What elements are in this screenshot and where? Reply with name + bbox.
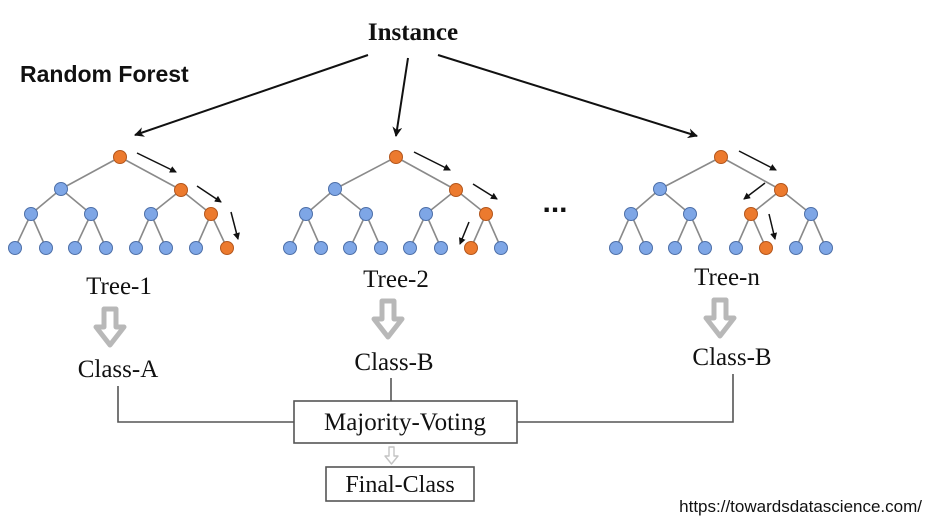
tree-node [819,241,833,255]
tree-2-class-label: Class-B [354,349,433,376]
connector-tree-1 [117,386,294,423]
tree-node [220,241,234,255]
majority-voting-label: Majority-Voting [324,409,487,436]
tree-node [653,182,667,196]
tree-node [129,241,143,255]
tree-n: Tree-n Class-B [609,150,833,371]
majority-voting-box: Majority-Voting [293,400,518,444]
instance-arrow-tree-1 [134,54,369,137]
tree-node [54,182,68,196]
tree-node [668,241,682,255]
tree-2-label: Tree-2 [363,266,429,293]
tree-node [343,241,357,255]
tree-1-nodes [8,150,234,255]
connector-tree-n [517,374,734,423]
tree-1-block-arrow [93,306,127,348]
final-class-box: Final-Class [325,466,475,502]
tree-node [144,207,158,221]
source-url: https://towardsdatascience.com/ [679,497,922,516]
tree-node [374,241,388,255]
tree-node [68,241,82,255]
tree-node [624,207,638,221]
tree-n-block-arrow [703,297,737,339]
instance-label: Instance [368,19,458,46]
tree-node [789,241,803,255]
tree-node [434,241,448,255]
tree-node [744,207,758,221]
tree-node [714,150,728,164]
diagram-title: Random Forest [20,61,189,87]
tree-node [639,241,653,255]
tree-1-edges [14,156,228,249]
tree-node [403,241,417,255]
tree-node [283,241,297,255]
tree-node [39,241,53,255]
tree-node [494,241,508,255]
tree-node [113,150,127,164]
tree-node [24,207,38,221]
tree-node [189,241,203,255]
tree-2: Tree-2 Class-B [283,150,508,376]
final-class-label: Final-Class [345,472,454,498]
tree-n-path-arrows [738,150,778,240]
tree-node [683,207,697,221]
more-trees-ellipsis: ... [542,186,567,219]
tree-node [609,241,623,255]
tree-2-path-arrows [413,151,498,245]
tree-2-edges [289,156,502,249]
tree-node [8,241,22,255]
tree-node [99,241,113,255]
tree-node [698,241,712,255]
tree-n-nodes [609,150,833,255]
instance-arrow-tree-n [437,54,698,139]
tree-n-edges [615,156,827,249]
tree-node [479,207,493,221]
tree-node [299,207,313,221]
tree-node [774,183,788,197]
tree-node [84,207,98,221]
tree-node [314,241,328,255]
tree-node [449,183,463,197]
vote-connectors [117,374,734,423]
tree-node [359,207,373,221]
tree-2-block-arrow [371,298,405,340]
tree-node [759,241,773,255]
tree-node [464,241,478,255]
tree-node [389,150,403,164]
instance-arrow-tree-2 [392,57,409,137]
tree-1-label: Tree-1 [86,273,152,300]
instance-arrows [134,54,698,139]
tree-node [328,182,342,196]
tree-node [419,207,433,221]
tree-node [804,207,818,221]
tree-1: Tree-1 Class-A [8,150,240,383]
tree-n-label: Tree-n [694,264,760,291]
tree-node [174,183,188,197]
tree-1-path-arrows [136,152,240,240]
final-arrow [384,446,399,465]
tree-node [159,241,173,255]
tree-2-nodes [283,150,508,255]
tree-node [729,241,743,255]
tree-node [204,207,218,221]
tree-1-class-label: Class-A [78,356,159,383]
tree-n-class-label: Class-B [692,344,771,371]
